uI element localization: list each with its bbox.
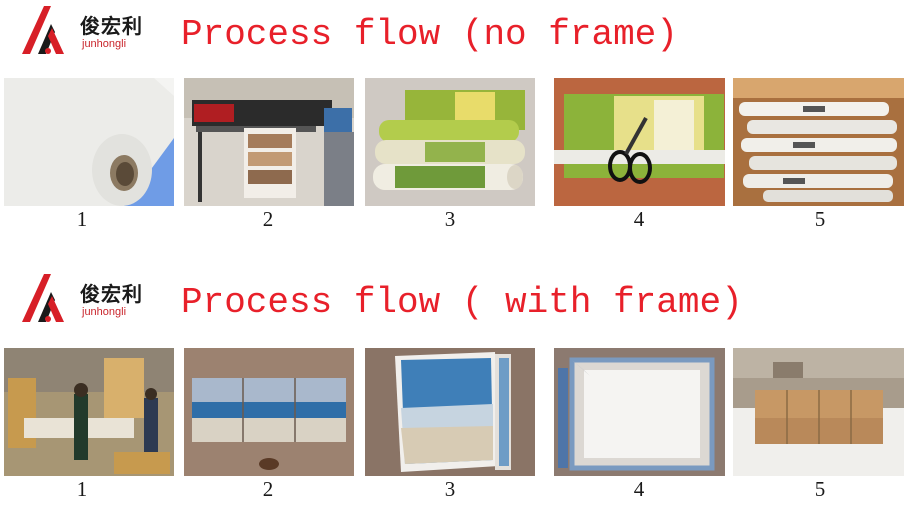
logo-chinese-name: 俊宏利 <box>80 14 143 38</box>
step-photo-printed-rolls <box>365 78 535 206</box>
company-logo: 俊宏利 junhongli <box>18 272 148 326</box>
step-photo-beach-triptych <box>184 348 354 476</box>
step-number: 2 <box>262 477 274 501</box>
step-photo-printer <box>184 78 354 206</box>
step-number: 5 <box>814 477 826 501</box>
step-number: 5 <box>814 207 826 231</box>
step-photo-stretched-canvas <box>365 348 535 476</box>
step-photo-boxed-cartons <box>733 348 904 476</box>
step-number: 1 <box>76 477 88 501</box>
step-photo-frame-back <box>554 348 725 476</box>
junhongli-logo-mark-icon <box>22 6 64 54</box>
step-number: 2 <box>262 207 274 231</box>
process-section-no-frame: 俊宏利 junhongli Process flow (no frame) <box>0 0 907 250</box>
logo-chinese-name: 俊宏利 <box>80 282 143 306</box>
step-number: 4 <box>633 477 645 501</box>
step-number: 1 <box>76 207 88 231</box>
step-number: 3 <box>444 477 456 501</box>
section-title: Process flow ( with frame) <box>181 282 743 323</box>
logo-english-name: junhongli <box>82 38 127 50</box>
step-photo-cutting <box>554 78 725 206</box>
section-title: Process flow (no frame) <box>181 14 678 55</box>
step-number: 3 <box>444 207 456 231</box>
step-photo-canvas-roll <box>4 78 174 206</box>
process-section-with-frame: 俊宏利 junhongli Process flow ( with frame) <box>0 268 907 518</box>
step-photo-frame-workshop <box>4 348 174 476</box>
step-photo-packed-tubes <box>733 78 904 206</box>
logo-english-name: junhongli <box>82 306 127 318</box>
junhongli-logo-mark-icon <box>22 274 64 322</box>
step-number: 4 <box>633 207 645 231</box>
company-logo: 俊宏利 junhongli <box>18 4 148 58</box>
